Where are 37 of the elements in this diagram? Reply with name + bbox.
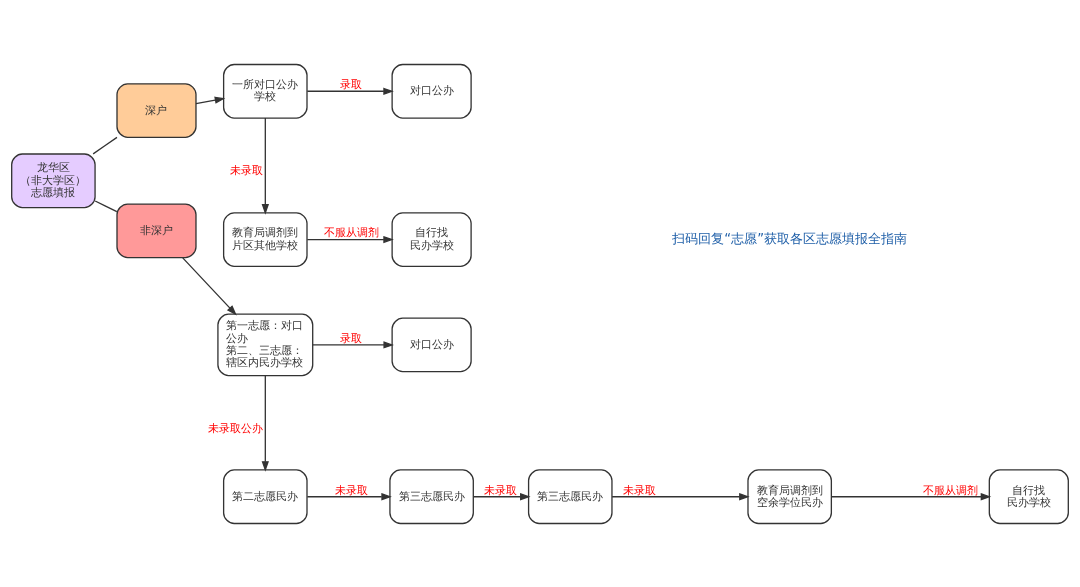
node-box: 第三志愿民办 bbox=[527, 468, 613, 524]
connector bbox=[92, 136, 118, 154]
node-box: 深户 bbox=[116, 82, 197, 138]
node-box: 对口公办 bbox=[391, 316, 472, 372]
arrow bbox=[306, 235, 394, 243]
arrow bbox=[182, 256, 237, 315]
node-box: 龙华区（非大学区）志愿填报 bbox=[11, 152, 96, 208]
arrow bbox=[306, 87, 394, 95]
node-box: 教育局调剂到片区其他学校 bbox=[222, 211, 308, 267]
arrow bbox=[306, 492, 392, 500]
node-box: 对口公办 bbox=[391, 63, 472, 119]
node-box: 第三志愿民办 bbox=[389, 468, 474, 524]
edge-label: 未录取 bbox=[623, 482, 657, 497]
edge-label: 录取 bbox=[340, 330, 363, 345]
edge-label: 未录取 bbox=[484, 482, 518, 497]
node-box: 自行找民办学校 bbox=[988, 468, 1069, 524]
arrow bbox=[312, 340, 394, 349]
node-box: 自行找民办学校 bbox=[391, 211, 472, 267]
label: 扫码回复“志愿”获取各区志愿填报全指南 bbox=[672, 230, 907, 246]
edge-label: 未录取公办 bbox=[208, 420, 264, 435]
edge-label: 录取 bbox=[340, 76, 363, 91]
arrow bbox=[472, 492, 531, 500]
node-box: 教育局调剂到空余学位民办 bbox=[747, 468, 832, 524]
arrow bbox=[261, 116, 269, 215]
connector bbox=[94, 199, 118, 212]
arrow bbox=[611, 492, 750, 500]
edge-label: 不服从调剂 bbox=[323, 224, 379, 239]
edge-label: 未录取 bbox=[230, 162, 264, 177]
node-box: 第一志愿：对口公办 第二、三志愿：辖区内民办学校 bbox=[217, 313, 314, 376]
edge-label: 不服从调剂 bbox=[923, 482, 979, 497]
node-box: 非深户 bbox=[116, 202, 197, 258]
arrow bbox=[261, 374, 269, 472]
edge-label: 未录取 bbox=[334, 482, 368, 497]
node-box: 一所对口公办学校 bbox=[222, 63, 308, 119]
arrow bbox=[830, 492, 992, 500]
arrow bbox=[195, 96, 226, 104]
node-box: 第二志愿民办 bbox=[222, 468, 308, 524]
